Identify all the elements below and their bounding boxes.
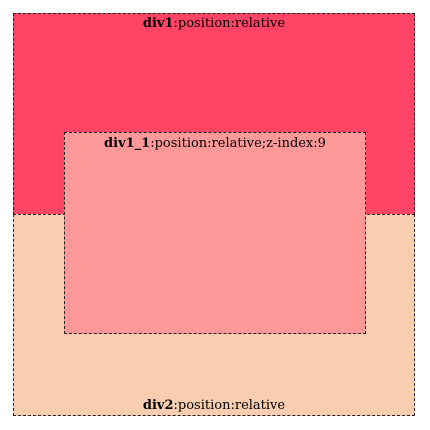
div2-css: :position:relative — [173, 398, 286, 413]
div1-1-name: div1_1 — [104, 136, 151, 151]
div1-1-box: div1_1:position:relative;z-index:9 — [64, 132, 366, 334]
div1-css: :position:relative — [173, 16, 286, 31]
div1-label: div1:position:relative — [14, 16, 414, 32]
div2-label: div2:position:relative — [14, 398, 414, 414]
div1-name: div1 — [142, 16, 174, 31]
div1-1-label: div1_1:position:relative;z-index:9 — [65, 136, 365, 152]
div2-name: div2 — [142, 398, 174, 413]
div1-1-css: :position:relative;z-index:9 — [150, 136, 326, 151]
